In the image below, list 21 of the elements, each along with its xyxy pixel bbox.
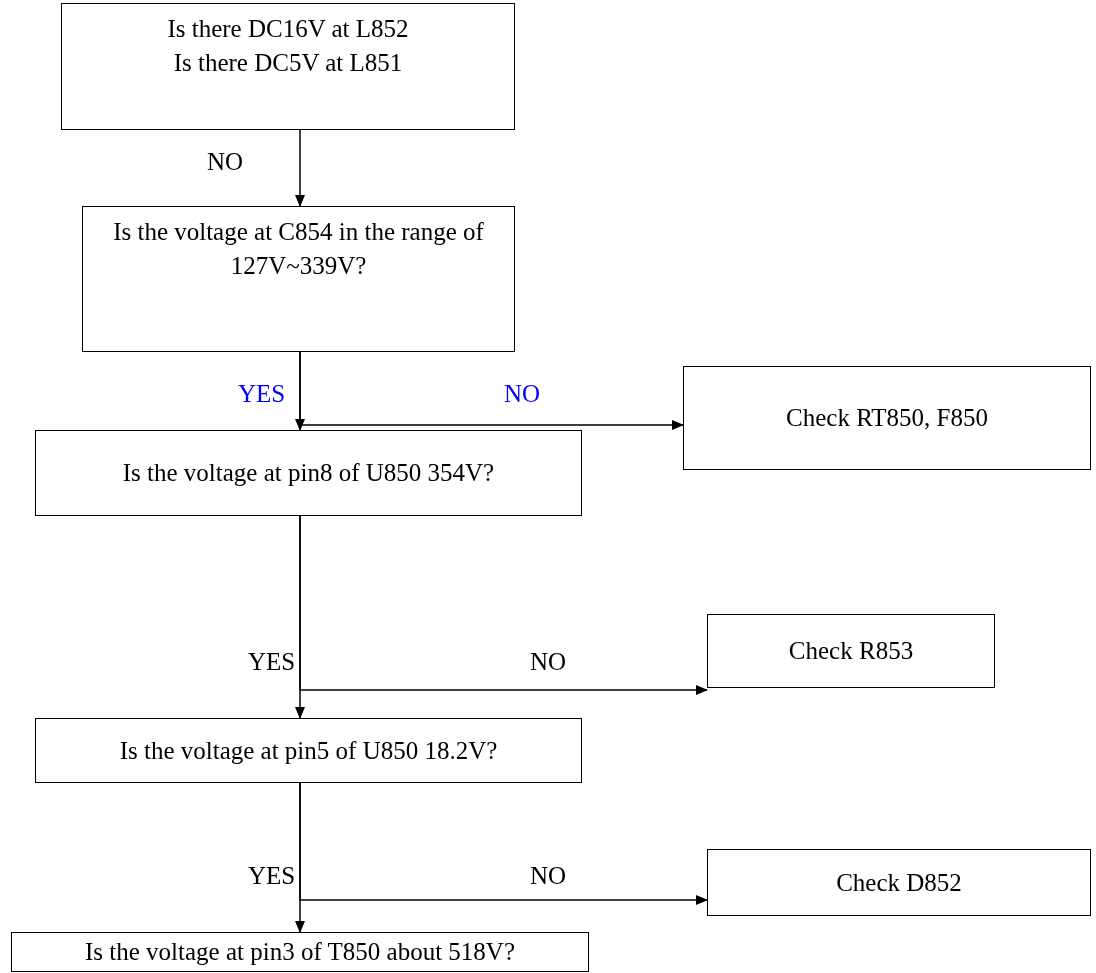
arrow bbox=[299, 782, 708, 905]
box-text: Is the voltage at pin5 of U850 18.2V? bbox=[119, 735, 498, 766]
process-box bbox=[35, 718, 582, 783]
process-box bbox=[82, 206, 515, 352]
arrow bbox=[295, 129, 305, 207]
box-text: Check R853 bbox=[788, 636, 914, 667]
arrow bbox=[299, 351, 684, 430]
process-box bbox=[61, 3, 515, 130]
box-text: Check D852 bbox=[836, 867, 962, 898]
box-text: Is the voltage at pin8 of U850 354V? bbox=[122, 458, 495, 489]
arrow bbox=[299, 515, 708, 695]
box-text: Is there DC5V at L851 bbox=[173, 47, 403, 78]
box-text: Is the voltage at C854 in the range of 127V~339V? bbox=[112, 217, 485, 281]
process-box bbox=[683, 366, 1091, 470]
process-box bbox=[707, 849, 1091, 916]
box-text: Check RT850, F850 bbox=[786, 403, 988, 434]
process-box bbox=[11, 932, 589, 972]
box-text: Is the voltage at pin3 of T850 about 518V? bbox=[85, 937, 515, 968]
process-box bbox=[35, 430, 582, 516]
box-text: Is there DC16V at L852 bbox=[167, 14, 409, 44]
process-box bbox=[707, 614, 995, 688]
